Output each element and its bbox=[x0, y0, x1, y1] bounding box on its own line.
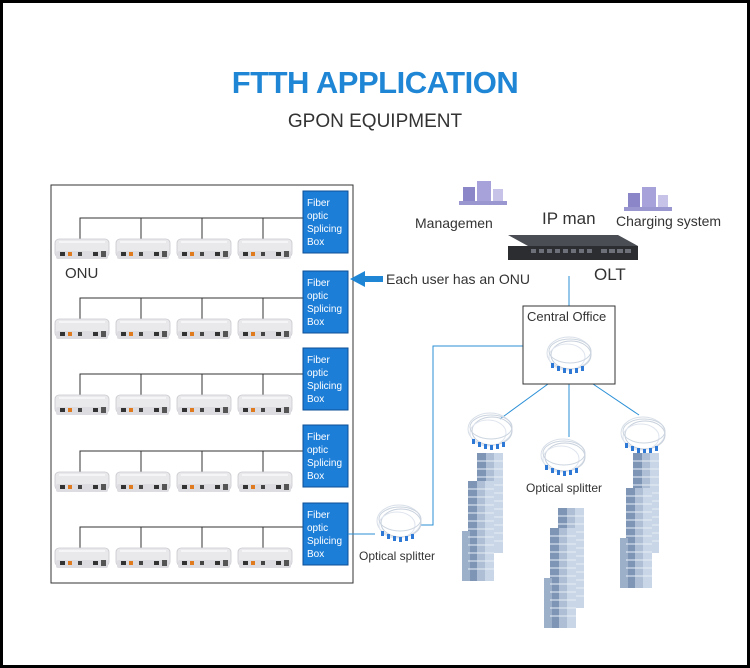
central-office-label: Central Office bbox=[527, 309, 606, 324]
onu-router-icon bbox=[54, 547, 110, 569]
onu-router-icon bbox=[176, 238, 232, 260]
svg-text:optic: optic bbox=[307, 211, 328, 222]
onu-router-icon bbox=[115, 547, 171, 569]
onu-router-icon bbox=[237, 394, 293, 416]
onu-router-icon bbox=[176, 471, 232, 493]
splicing-box-3: Fiber optic Splicing Box bbox=[302, 347, 349, 411]
each-user-label: Each user has an ONU bbox=[386, 271, 530, 287]
onu-router-icon bbox=[54, 394, 110, 416]
page-subtitle: GPON EQUIPMENT bbox=[287, 111, 463, 132]
onu-router-icon bbox=[237, 547, 293, 569]
svg-text:Fiber: Fiber bbox=[307, 432, 330, 443]
onu-router-icon bbox=[54, 238, 110, 260]
svg-text:Splicing: Splicing bbox=[307, 304, 342, 315]
diagram-canvas: FTTH APPLICATION GPON EQUIPMENT bbox=[3, 3, 747, 665]
fiber-coil-icon bbox=[376, 504, 422, 543]
skyscraper-icon bbox=[543, 527, 577, 629]
onu-row-3 bbox=[54, 373, 303, 416]
onu-router-icon bbox=[115, 238, 171, 260]
ip-man-label: IP man bbox=[542, 209, 596, 228]
onu-router-icon bbox=[54, 471, 110, 493]
splicing-box-1: Fiber optic Splicing Box bbox=[302, 190, 349, 254]
svg-text:Fiber: Fiber bbox=[307, 198, 330, 209]
splicing-box-5: Fiber optic Splicing Box bbox=[302, 502, 349, 566]
fiber-coil-icon bbox=[540, 438, 586, 477]
svg-text:optic: optic bbox=[307, 445, 328, 456]
arrow-left-icon bbox=[350, 271, 383, 287]
onu-router-icon bbox=[176, 547, 232, 569]
server-cluster-icon bbox=[624, 187, 672, 211]
charging-system-label: Charging system bbox=[616, 213, 721, 229]
onu-router-icon bbox=[115, 394, 171, 416]
page-title: FTTH APPLICATION bbox=[231, 65, 519, 100]
onu-row-5 bbox=[54, 526, 303, 569]
skyscraper-icon bbox=[619, 487, 653, 589]
onu-router-icon bbox=[54, 318, 110, 340]
svg-text:optic: optic bbox=[307, 523, 328, 534]
fiber-coil-icon bbox=[620, 416, 666, 455]
onu-row-4 bbox=[54, 450, 303, 493]
svg-text:optic: optic bbox=[307, 291, 328, 302]
onu-label: ONU bbox=[65, 265, 98, 282]
onu-router-icon bbox=[237, 318, 293, 340]
splicing-box-4: Fiber optic Splicing Box bbox=[302, 424, 349, 488]
svg-text:Splicing: Splicing bbox=[307, 381, 342, 392]
svg-text:Box: Box bbox=[307, 394, 324, 405]
svg-text:Splicing: Splicing bbox=[307, 224, 342, 235]
olt-label: OLT bbox=[594, 265, 626, 284]
olt-switch-icon bbox=[508, 235, 638, 260]
onu-router-icon bbox=[237, 238, 293, 260]
onu-router-icon bbox=[176, 318, 232, 340]
optical-splitter-right-label: Optical splitter bbox=[526, 481, 602, 495]
network-diagram: Fiber optic Splicing Box Fiber optic Spl… bbox=[50, 181, 721, 629]
onu-router-icon bbox=[115, 471, 171, 493]
svg-text:Box: Box bbox=[307, 317, 324, 328]
svg-text:Splicing: Splicing bbox=[307, 458, 342, 469]
server-cluster-icon bbox=[459, 181, 507, 205]
svg-text:Splicing: Splicing bbox=[307, 536, 342, 547]
skyscraper-icon bbox=[461, 480, 495, 582]
optical-splitter-left-label: Optical splitter bbox=[359, 549, 435, 563]
svg-text:Fiber: Fiber bbox=[307, 278, 330, 289]
management-label: Managemen bbox=[415, 215, 493, 231]
onu-row-2 bbox=[54, 297, 303, 340]
onu-router-icon bbox=[176, 394, 232, 416]
onu-row-1 bbox=[54, 217, 303, 260]
fiber-lines bbox=[348, 276, 640, 535]
onu-router-icon bbox=[115, 318, 171, 340]
svg-text:Fiber: Fiber bbox=[307, 355, 330, 366]
svg-text:Box: Box bbox=[307, 471, 324, 482]
svg-text:Box: Box bbox=[307, 237, 324, 248]
splicing-box-2: Fiber optic Splicing Box bbox=[302, 270, 349, 334]
svg-text:optic: optic bbox=[307, 368, 328, 379]
svg-text:Fiber: Fiber bbox=[307, 510, 330, 521]
svg-text:Box: Box bbox=[307, 549, 324, 560]
onu-router-icon bbox=[237, 471, 293, 493]
fiber-coil-icon bbox=[467, 412, 513, 451]
each-user-arrow bbox=[350, 271, 383, 287]
